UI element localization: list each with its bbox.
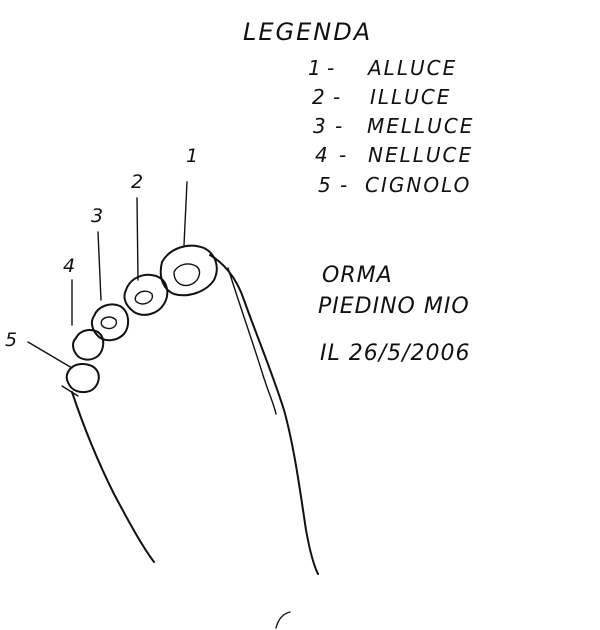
legend-item-2: 2 - ILLUCE xyxy=(312,85,451,109)
legend-item-name: ALLUCE xyxy=(366,56,457,80)
legend-item-number: 1 xyxy=(308,56,323,80)
toe-label-5: 5 xyxy=(5,329,17,351)
toe-label-3: 3 xyxy=(91,205,103,227)
legend: LEGENDA 1 - ALLUCE 2 - ILLUCE 3 - MELLUC… xyxy=(243,18,474,197)
pointer-line-2 xyxy=(136,197,139,281)
legend-item-3: 3 - MELLUCE xyxy=(313,114,474,138)
toe-4-outline xyxy=(72,329,105,361)
toe-5-crease xyxy=(61,385,79,397)
legend-dash: - xyxy=(335,114,344,138)
toe-2-nail xyxy=(134,290,154,305)
toe-1-outline xyxy=(159,244,218,297)
toe-labels: 1 2 3 4 5 xyxy=(5,145,198,351)
pointer-line-1 xyxy=(183,181,188,246)
legend-item-name: NELLUCE xyxy=(368,143,473,167)
note-line-2: PIEDINO MIO xyxy=(318,294,470,319)
legend-dash: - xyxy=(339,143,348,167)
note: ORMA PIEDINO MIO IL 26/5/2006 xyxy=(318,263,471,366)
legend-item-4: 4 - NELLUCE xyxy=(315,143,473,167)
legend-dash: - xyxy=(333,85,342,109)
toe-5-outline xyxy=(65,363,100,394)
legend-item-1: 1 - ALLUCE xyxy=(308,56,457,80)
legend-item-number: 2 xyxy=(312,85,327,109)
legend-item-5: 5 - CIGNOLO xyxy=(318,173,471,197)
legend-item-number: 4 xyxy=(315,143,330,167)
legend-item-number: 3 xyxy=(313,114,328,138)
stray-mark xyxy=(275,611,291,629)
foot-outline-right-inner xyxy=(227,267,277,415)
toe-1-nail xyxy=(173,263,201,287)
foot-outline-left xyxy=(71,391,155,563)
legend-item-name: CIGNOLO xyxy=(365,173,471,197)
legend-item-number: 5 xyxy=(318,173,333,197)
legend-item-name: MELLUCE xyxy=(367,114,474,138)
foot-footprint xyxy=(61,244,319,629)
foot-outline-right xyxy=(209,254,319,575)
note-line-1: ORMA xyxy=(322,263,393,288)
toe-label-2: 2 xyxy=(131,171,143,193)
toe-label-4: 4 xyxy=(63,255,75,277)
legend-dash: - xyxy=(327,56,336,80)
pointer-lines xyxy=(27,181,188,369)
toe-label-1: 1 xyxy=(186,145,198,167)
legend-title: LEGENDA xyxy=(243,18,372,46)
pointer-line-3 xyxy=(97,231,102,301)
pointer-line-5 xyxy=(27,341,73,369)
note-line-3: IL 26/5/2006 xyxy=(320,341,471,366)
toe-3-outline xyxy=(90,303,130,342)
toe-2-outline xyxy=(123,273,169,316)
toe-3-nail xyxy=(100,316,118,330)
legend-item-name: ILLUCE xyxy=(370,85,451,109)
legend-dash: - xyxy=(340,173,349,197)
